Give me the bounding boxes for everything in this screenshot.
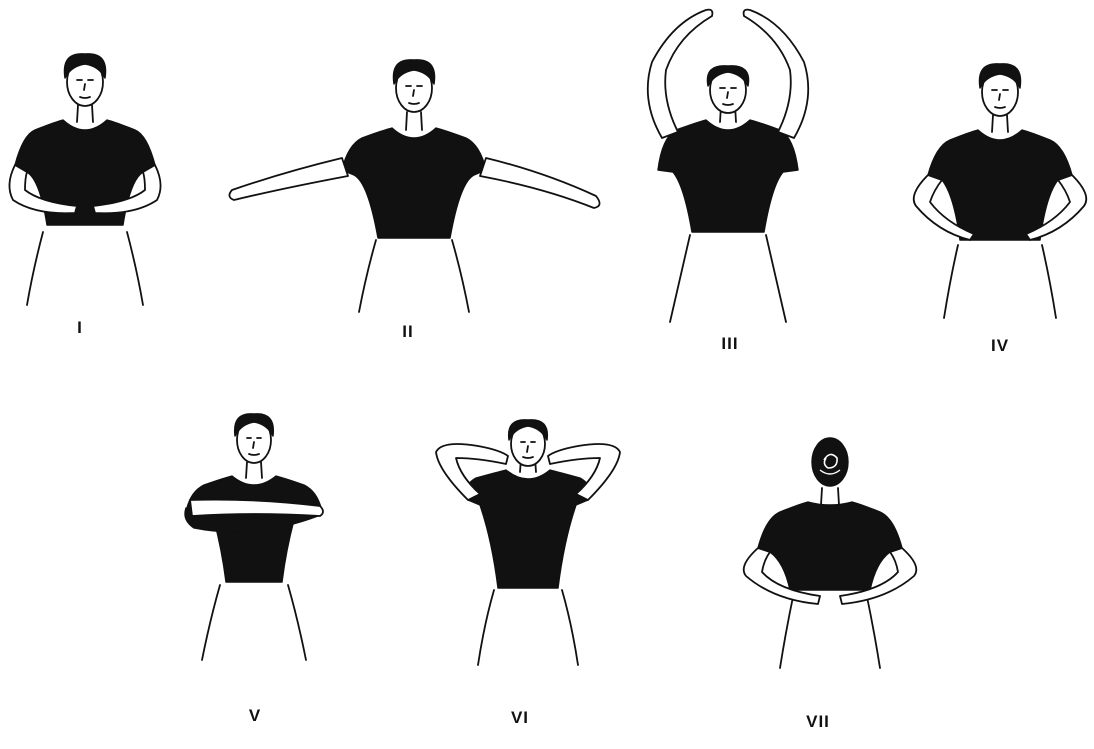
figure-position-1 (9, 54, 160, 305)
label-position-7: VII (806, 712, 830, 732)
figure-position-5 (185, 414, 323, 660)
label-position-5: V (249, 706, 261, 726)
label-position-1: I (77, 318, 83, 338)
label-position-4: IV (991, 336, 1009, 356)
figure-position-7 (744, 438, 917, 668)
figure-position-4 (914, 64, 1087, 318)
label-position-2: II (402, 322, 413, 342)
label-position-6: VI (511, 708, 529, 728)
figure-position-2 (229, 60, 599, 312)
figure-position-6 (436, 420, 620, 665)
label-position-3: III (721, 334, 738, 354)
figure-position-3 (648, 10, 808, 322)
